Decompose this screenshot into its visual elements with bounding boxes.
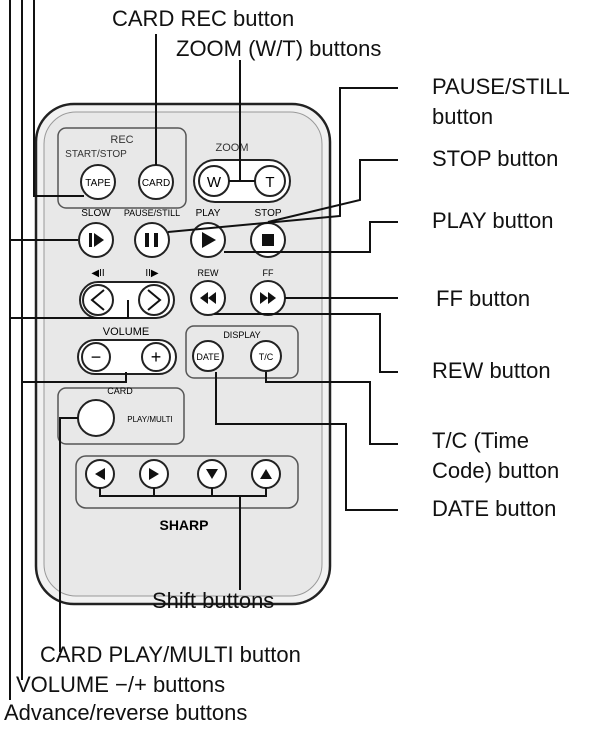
advance-chevron-icon — [147, 289, 162, 311]
ff-label: FF — [263, 268, 274, 278]
label-card-rec: CARD REC button — [112, 6, 295, 31]
label-play: PLAY button — [432, 208, 554, 233]
brand-logo: SHARP — [159, 517, 208, 533]
slow-icon — [89, 233, 104, 247]
volume-minus-button — [81, 342, 111, 372]
volume-minus-label: − — [91, 347, 102, 367]
ff-icon — [260, 292, 276, 304]
tc-button-label: T/C — [259, 352, 274, 362]
shift-group-frame — [75, 455, 299, 509]
pause-still-label: PAUSE/STILL — [124, 208, 180, 218]
up-arrow-icon — [260, 469, 272, 479]
zoom-label: ZOOM — [216, 142, 249, 154]
label-tc-2: Code) button — [432, 458, 560, 483]
pause-icon — [145, 233, 158, 247]
display-group-frame — [185, 325, 299, 379]
right-arrow-icon — [149, 468, 159, 480]
label-advance-reverse: Advance/reverse buttons — [4, 700, 248, 725]
label-zoom: ZOOM (W/T) buttons — [176, 36, 382, 61]
label-ff: FF button — [436, 286, 531, 311]
rec-group-frame — [57, 127, 187, 209]
date-button-label: DATE — [196, 352, 219, 362]
rec-group-label: REC — [110, 134, 133, 146]
tape-button — [80, 164, 116, 200]
label-stop: STOP button — [432, 146, 559, 171]
label-volume: VOLUME −/+ buttons — [16, 672, 226, 697]
advance-button — [138, 284, 170, 316]
reverse-button — [82, 284, 114, 316]
card-group-label: CARD — [107, 386, 133, 396]
advance-label-icon: II▶ — [145, 268, 159, 279]
play-multi-label: PLAY/MULTI — [127, 415, 173, 424]
reverse-chevron-icon — [90, 289, 105, 311]
tc-button — [250, 340, 282, 372]
label-rew: REW button — [432, 358, 551, 383]
rew-icon — [200, 292, 216, 304]
volume-plus-button — [141, 342, 171, 372]
leader-lines — [9, 0, 398, 700]
label-shift: Shift buttons — [152, 588, 275, 613]
down-arrow-icon — [206, 469, 218, 479]
stop-icon — [262, 234, 274, 246]
rew-label: REW — [198, 268, 220, 278]
pause-still-button — [134, 222, 170, 258]
label-card-play-multi: CARD PLAY/MULTI button — [40, 642, 301, 667]
play-label: PLAY — [196, 208, 221, 219]
slow-label: SLOW — [81, 208, 111, 219]
stop-label: STOP — [254, 208, 281, 219]
rec-start-stop-label: START/STOP — [65, 149, 127, 160]
label-pause-still-2: button — [432, 104, 494, 129]
label-pause-still-1: PAUSE/STILL — [432, 74, 570, 99]
card-rec-button-label: CARD — [142, 178, 170, 189]
card-group-frame — [57, 387, 185, 445]
date-button — [192, 340, 224, 372]
reverse-label-icon: ◀II — [91, 268, 104, 279]
label-date: DATE button — [432, 496, 557, 521]
tape-button-label: TAPE — [85, 178, 111, 189]
display-label: DISPLAY — [223, 330, 260, 340]
volume-label: VOLUME — [103, 326, 149, 338]
zoom-w-label: W — [207, 174, 222, 191]
card-play-multi-button — [77, 399, 115, 437]
volume-plus-label: + — [151, 347, 162, 367]
play-icon — [202, 232, 216, 248]
left-arrow-icon — [95, 468, 105, 480]
zoom-t-label: T — [265, 174, 274, 191]
label-tc-1: T/C (Time — [432, 428, 529, 453]
